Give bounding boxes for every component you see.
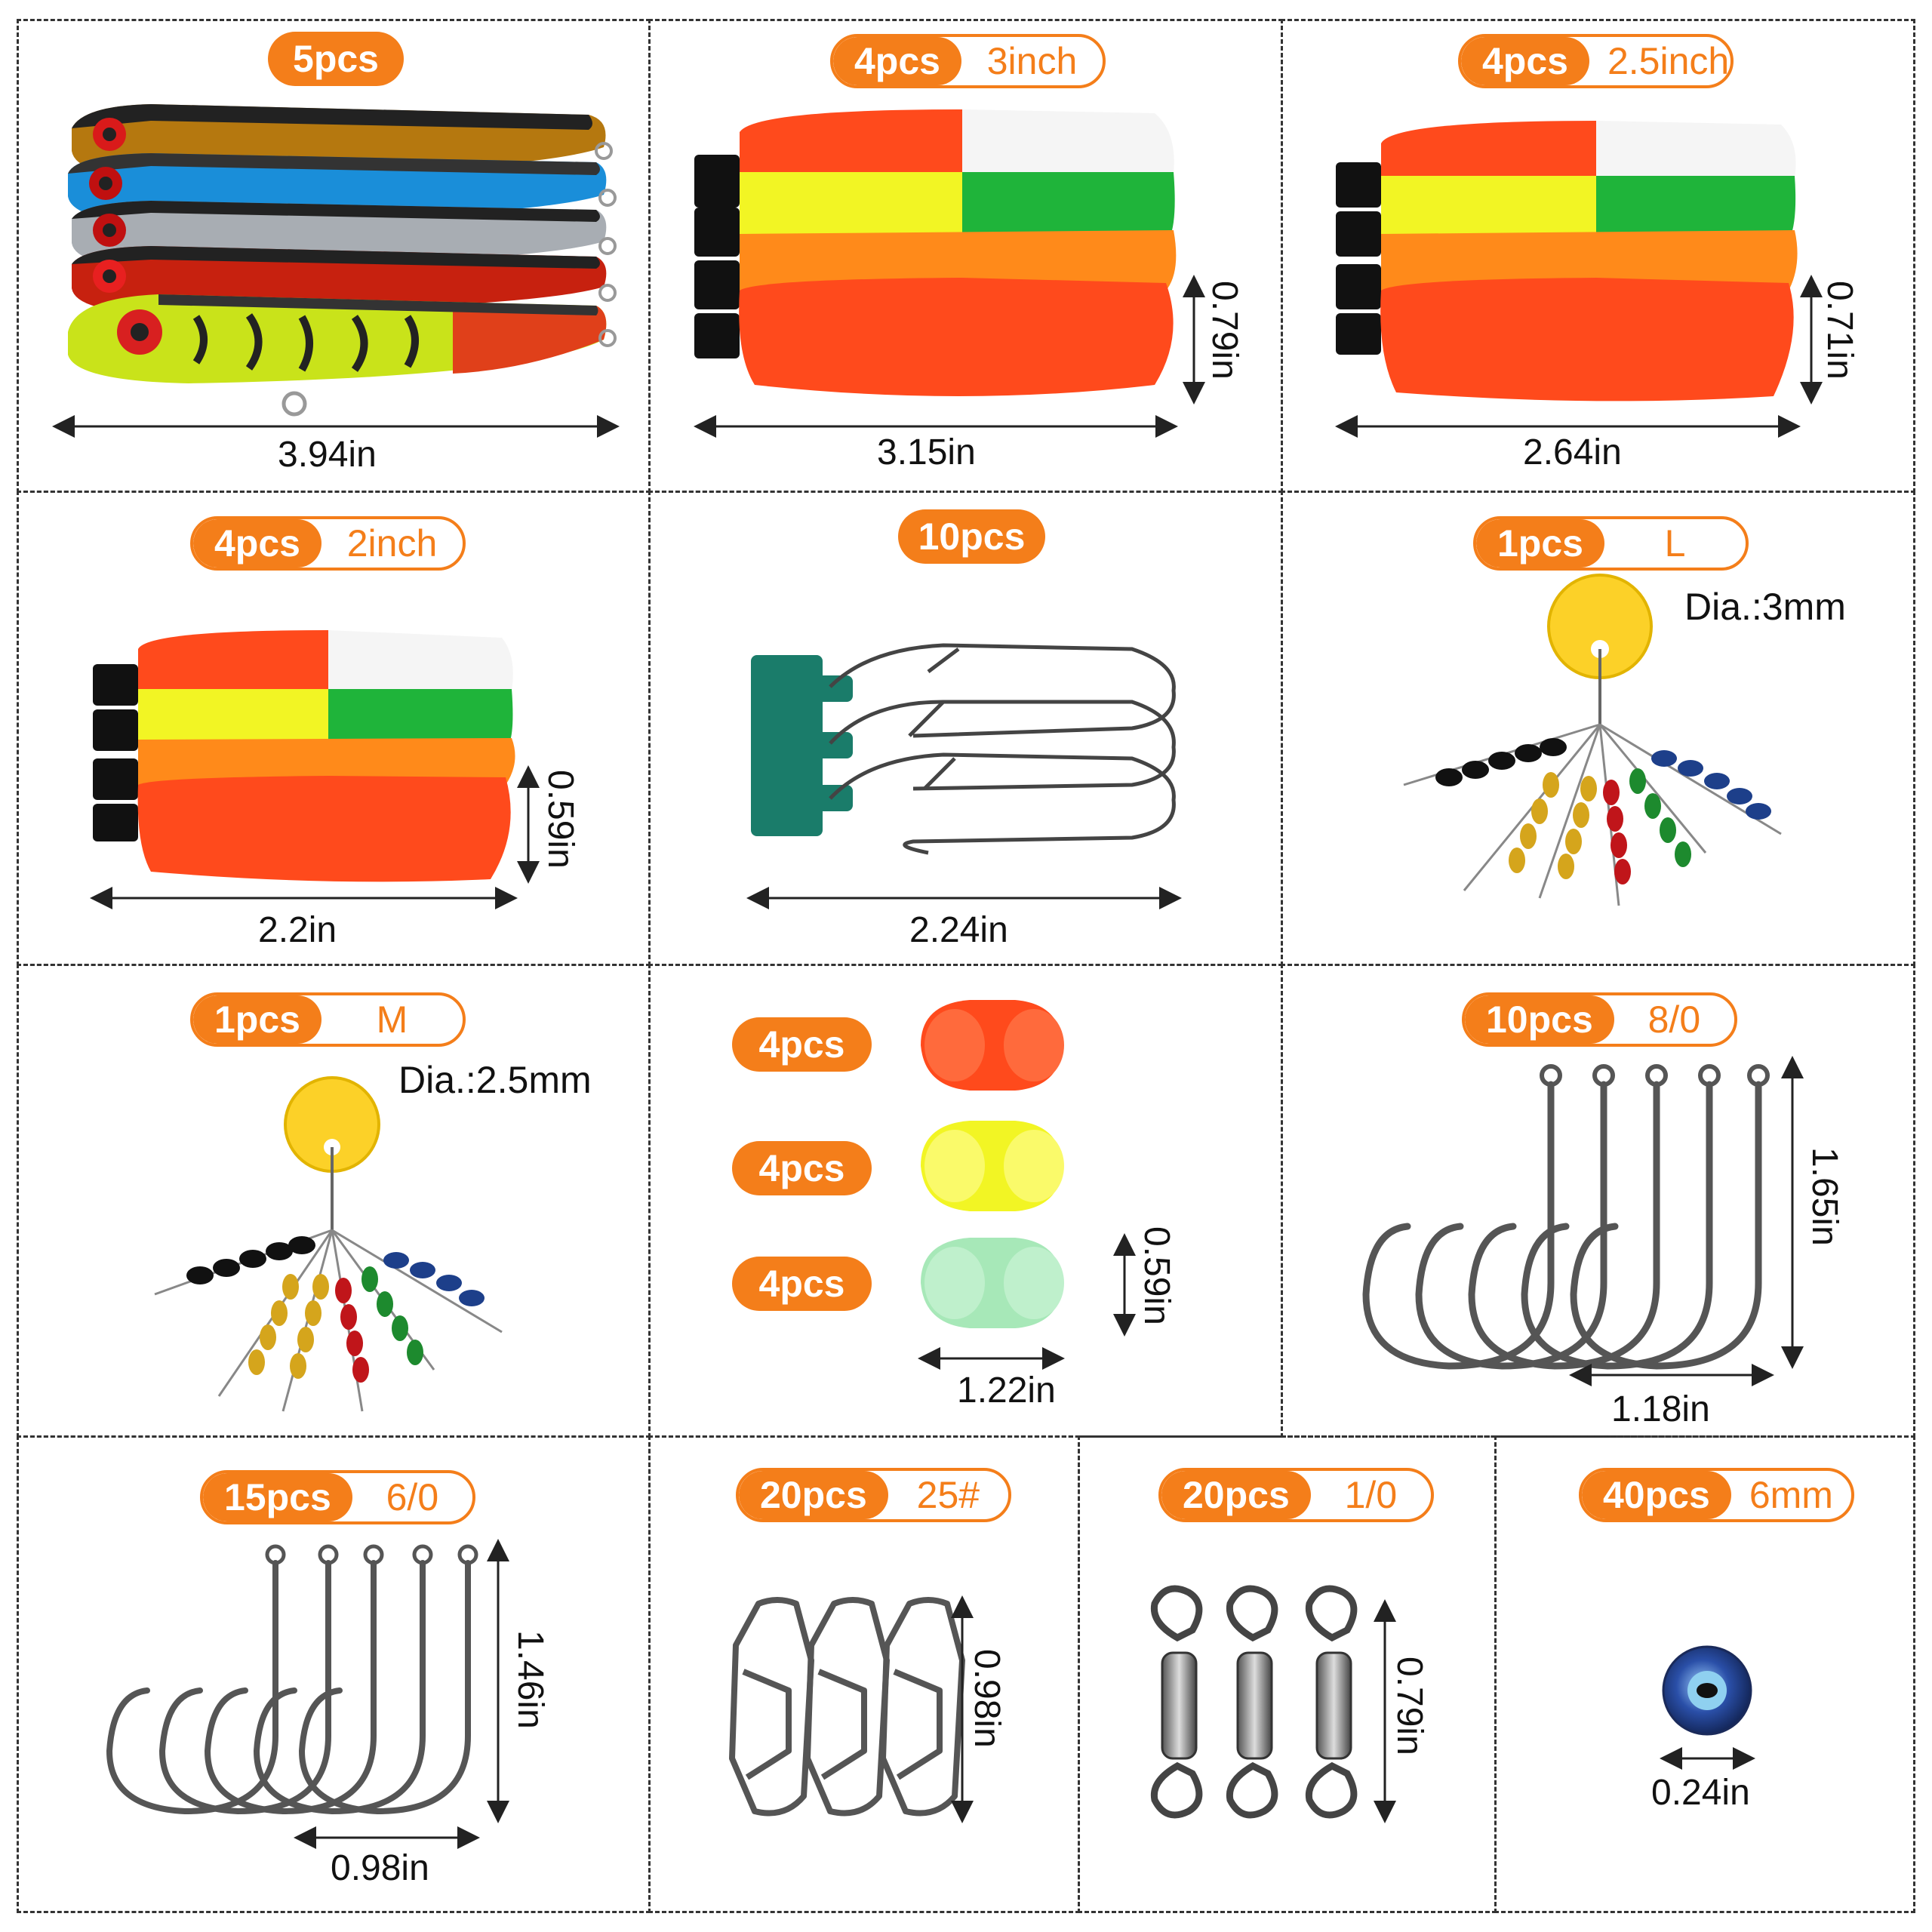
badge-rattle-green-qty: 4pcs [732, 1257, 872, 1311]
stop-l-group [1403, 574, 1782, 906]
badge-hook-6-0: 15pcs 6/0 [200, 1470, 475, 1524]
float-2inch-group [93, 630, 515, 882]
snap-group [751, 643, 1176, 855]
badge-float-2-5inch-qty: 4pcs [1461, 37, 1589, 85]
badge-float-2inch-qty: 4pcs [193, 519, 321, 568]
badge-snap-qty: 10pcs [898, 509, 1045, 564]
lure-chartreuse [68, 294, 617, 417]
hooks-6-0-width-label: 0.98in [331, 1848, 429, 1888]
float-2inch-dia-label: 0.59in [540, 770, 580, 869]
badge-eye: 40pcs 6mm [1579, 1468, 1854, 1522]
rattle-height-label: 0.59in [1137, 1226, 1177, 1325]
badge-swivel-size: 1/0 [1344, 1474, 1398, 1516]
eye-bead [1662, 1645, 1752, 1736]
badge-float-2-5inch-size: 2.5inch [1607, 40, 1730, 82]
badge-stop-l: 1pcs L [1473, 516, 1749, 571]
hooks-6-0-height-label: 1.46in [510, 1630, 550, 1729]
badge-hook-8-0-size: 8/0 [1647, 998, 1701, 1041]
rattle-width-label: 1.22in [957, 1371, 1056, 1411]
badge-hook-8-0-qty: 10pcs [1465, 995, 1614, 1044]
stop-m-dia-label: Dia.:2.5mm [398, 1059, 592, 1101]
snap-length-label: 2.24in [909, 910, 1008, 950]
badge-stop-l-qty: 1pcs [1476, 519, 1604, 568]
float-2-5inch-length-label: 2.64in [1523, 432, 1622, 472]
hooks-8-0-group [1362, 1064, 1770, 1370]
badge-swivel-qty: 20pcs [1161, 1471, 1311, 1519]
badge-float-3inch-size: 3inch [986, 40, 1078, 82]
badge-hook-8-0: 10pcs 8/0 [1462, 992, 1737, 1047]
badge-float-3inch-qty: 4pcs [833, 37, 961, 85]
badge-eye-size: 6mm [1749, 1474, 1833, 1516]
badge-clip: 20pcs 25# [736, 1468, 1011, 1522]
badge-rattle-yellow-qty: 4pcs [732, 1141, 872, 1195]
badge-rattle-red-qty: 4pcs [732, 1017, 872, 1072]
float-2inch-length-label: 2.2in [258, 910, 337, 950]
lures-group [68, 104, 617, 417]
badge-hook-6-0-qty: 15pcs [203, 1473, 352, 1521]
float-3inch-dia-label: 0.79in [1204, 281, 1244, 380]
float-2-5inch-group [1336, 121, 1798, 401]
badge-float-2inch-size: 2inch [346, 522, 438, 565]
swivels-height-label: 0.79in [1389, 1657, 1429, 1755]
badge-float-2inch: 4pcs 2inch [190, 516, 466, 571]
badge-clip-size: 25# [916, 1474, 980, 1516]
clips-group [729, 1597, 965, 1817]
stop-m-group [154, 1076, 503, 1412]
badge-float-2-5inch: 4pcs 2.5inch [1458, 34, 1734, 88]
badge-float-3inch: 4pcs 3inch [830, 34, 1106, 88]
badge-hook-6-0-size: 6/0 [386, 1476, 439, 1518]
badge-clip-qty: 20pcs [739, 1471, 888, 1519]
badge-eye-qty: 40pcs [1582, 1471, 1731, 1519]
hooks-8-0-width-label: 1.18in [1611, 1389, 1710, 1429]
swivels-group [1150, 1585, 1358, 1819]
badge-swivel: 20pcs 1/0 [1158, 1468, 1434, 1522]
badge-stop-l-size: L [1664, 522, 1686, 565]
float-2-5inch-dia-label: 0.71in [1820, 281, 1860, 380]
float-3inch-group [694, 109, 1177, 396]
rattle-beads-group [921, 1000, 1064, 1328]
badge-lures-qty: 5pcs [268, 32, 404, 86]
stop-l-dia-label: Dia.:3mm [1684, 586, 1846, 628]
clips-height-label: 0.98in [967, 1649, 1007, 1748]
badge-stop-m: 1pcs M [190, 992, 466, 1047]
lure-length-label: 3.94in [278, 435, 377, 475]
cell-eye [1494, 1435, 1915, 1913]
hooks-8-0-height-label: 1.65in [1804, 1147, 1844, 1246]
badge-stop-m-size: M [376, 998, 408, 1041]
hooks-6-0-group [106, 1544, 478, 1815]
badge-stop-m-qty: 1pcs [193, 995, 321, 1044]
float-3inch-length-label: 3.15in [877, 432, 976, 472]
eye-width-label: 0.24in [1651, 1773, 1750, 1813]
